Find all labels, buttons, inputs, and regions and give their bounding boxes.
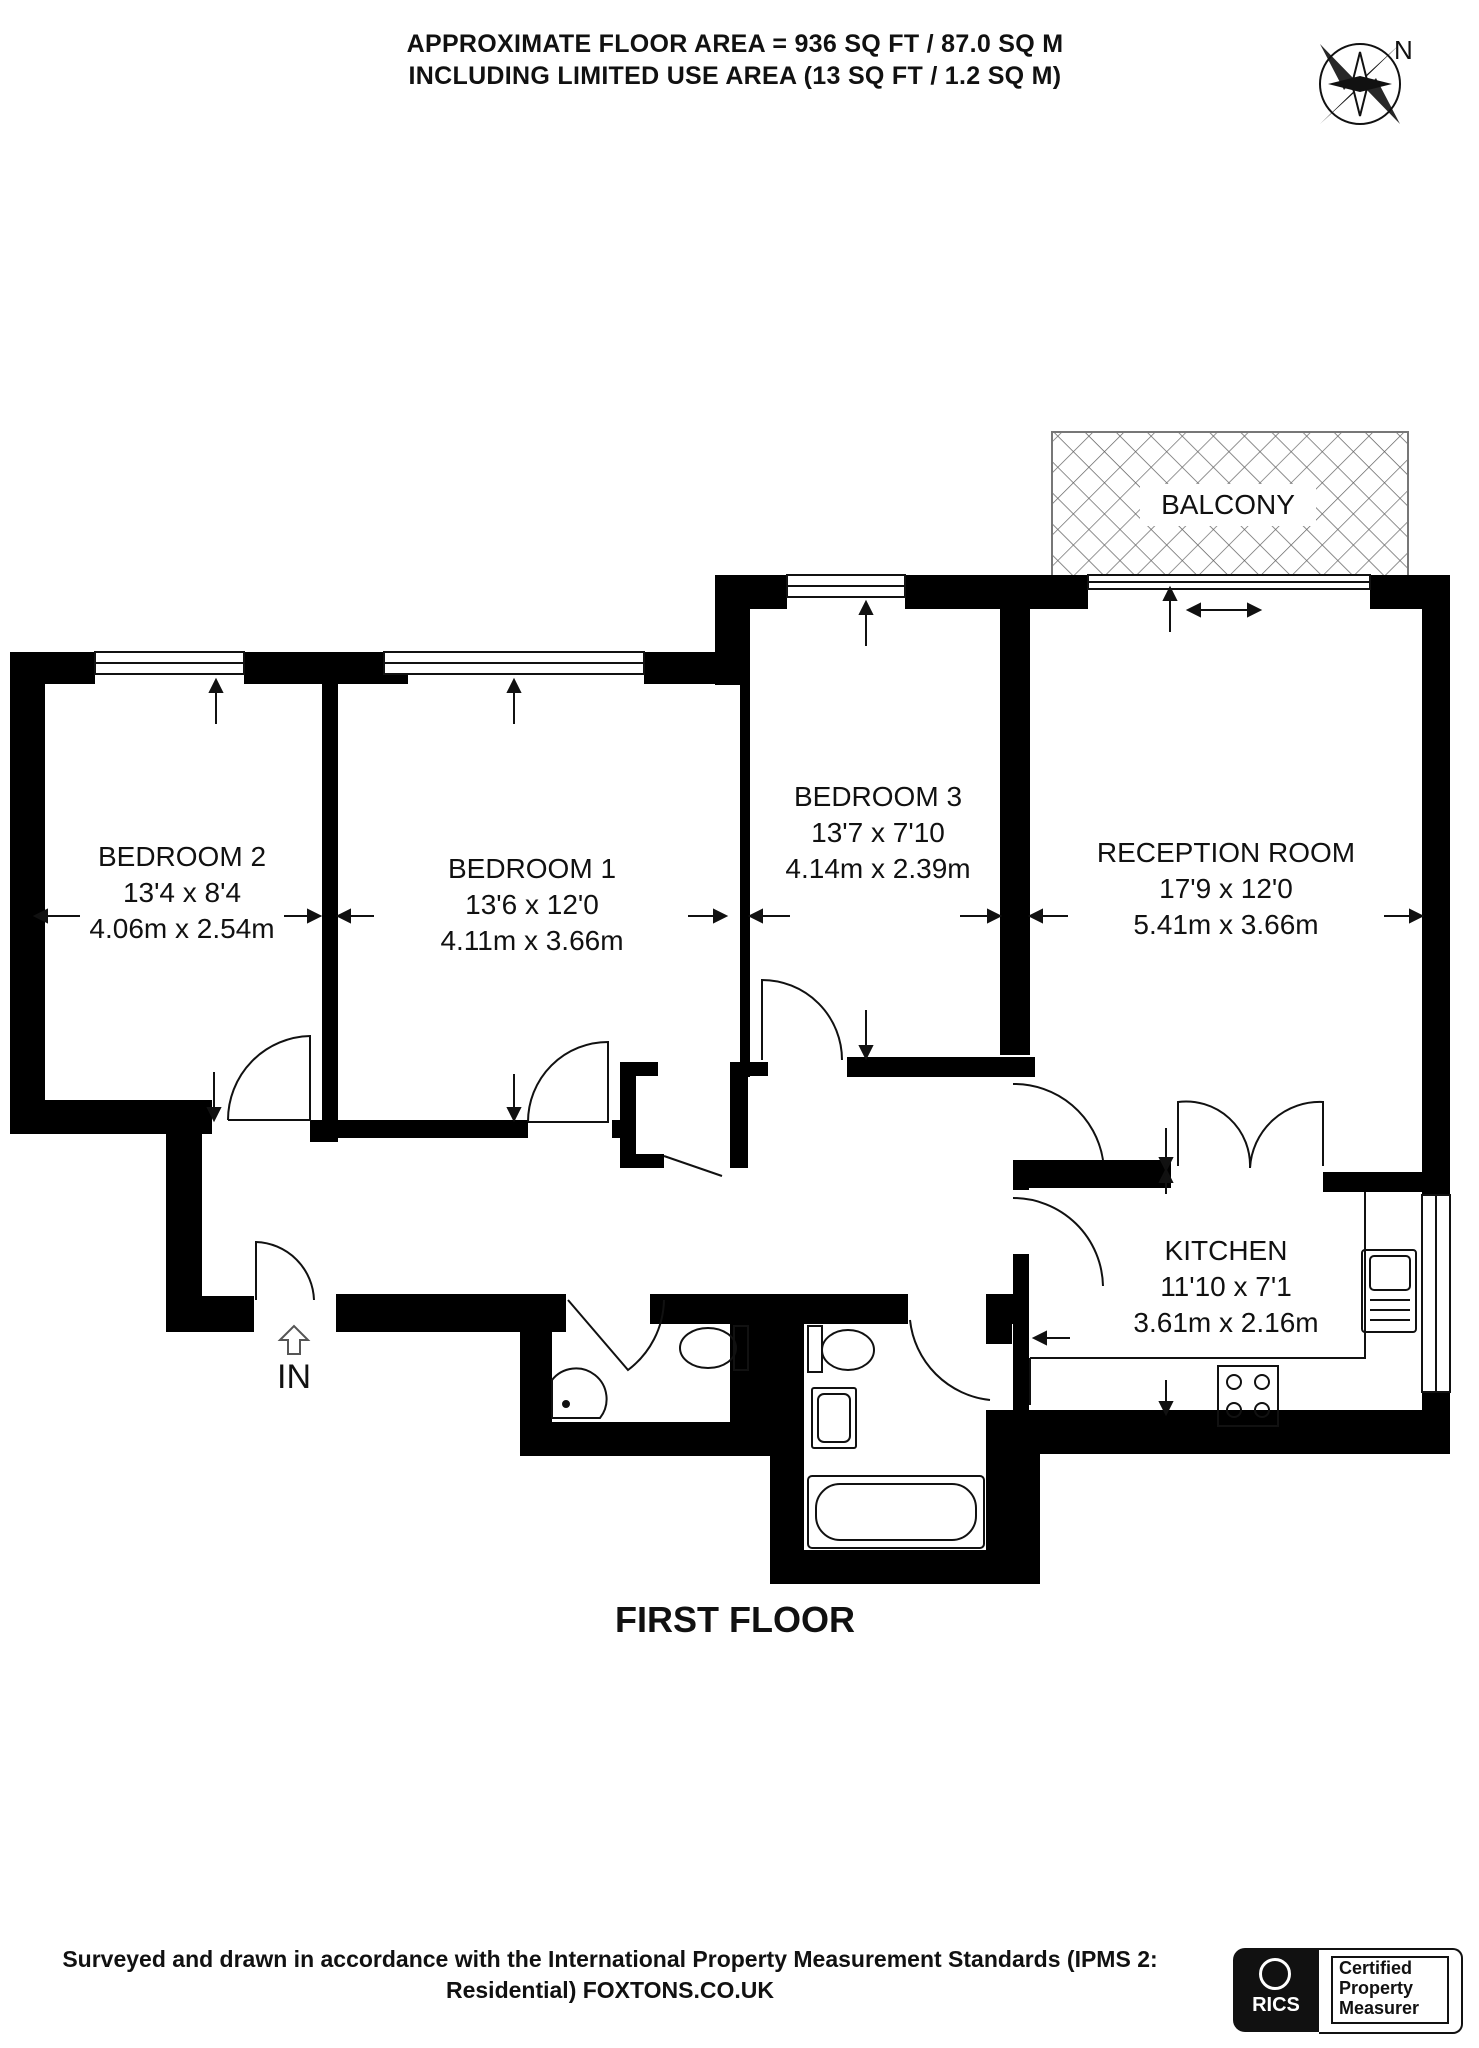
floor-area-header: APPROXIMATE FLOOR AREA = 936 SQ FT / 87.… xyxy=(0,28,1470,92)
kitchen-metric: 3.61m x 2.16m xyxy=(1133,1307,1318,1338)
bedroom-1-imperial: 13'6 x 12'0 xyxy=(465,889,599,920)
room-kitchen: KITCHEN 11'10 x 7'1 3.61m x 2.16m xyxy=(1133,1235,1318,1338)
rics-org-label: RICS xyxy=(1252,1994,1300,2016)
bedroom-1-metric: 4.11m x 3.66m xyxy=(440,925,623,956)
walls xyxy=(10,575,1450,1584)
footer-line-2: Residential) FOXTONS.CO.UK xyxy=(445,1977,774,2003)
rics-logo: RICS xyxy=(1233,1948,1319,2032)
balcony-name: BALCONY xyxy=(1161,489,1295,520)
rics-crest-icon xyxy=(1259,1958,1291,1990)
reception-name: RECEPTION ROOM xyxy=(1097,837,1355,868)
room-bedroom-3: BEDROOM 3 13'7 x 7'10 4.14m x 2.39m xyxy=(785,781,970,884)
rics-certification: Certified Property Measurer xyxy=(1319,1948,1463,2034)
fixtures xyxy=(551,1249,1417,1549)
dimension-arrows xyxy=(32,585,1425,1417)
room-bedroom-2: BEDROOM 2 13'4 x 8'4 4.06m x 2.54m xyxy=(89,841,274,944)
bathroom-basin-icon xyxy=(811,1387,857,1449)
reception-metric: 5.41m x 3.66m xyxy=(1133,909,1318,940)
limited-use-area-line: INCLUDING LIMITED USE AREA (13 SQ FT / 1… xyxy=(408,62,1062,90)
kitchen-counter xyxy=(1030,1192,1366,1359)
bath-icon xyxy=(807,1475,985,1549)
bedroom-3-name: BEDROOM 3 xyxy=(794,781,962,812)
bedroom-1-name: BEDROOM 1 xyxy=(448,853,616,884)
entrance-label: IN xyxy=(277,1358,311,1396)
rics-certification-box: Certified Property Measurer xyxy=(1331,1956,1449,2024)
north-compass-icon xyxy=(1319,43,1401,125)
balcony-label-bg xyxy=(1140,484,1316,526)
kitchen-imperial: 11'10 x 7'1 xyxy=(1160,1271,1292,1302)
kitchen-name: KITCHEN xyxy=(1165,1235,1288,1266)
floor-area-line: APPROXIMATE FLOOR AREA = 936 SQ FT / 87.… xyxy=(406,30,1064,58)
bedroom-3-imperial: 13'7 x 7'10 xyxy=(811,817,945,848)
hob-icon xyxy=(1217,1365,1279,1427)
windows xyxy=(94,574,1451,1393)
survey-footer: Surveyed and drawn in accordance with th… xyxy=(0,1944,1220,2006)
bedroom-2-metric: 4.06m x 2.54m xyxy=(89,913,274,944)
compass-north-label: N xyxy=(1394,35,1413,65)
reception-imperial: 17'9 x 12'0 xyxy=(1159,873,1293,904)
bathroom-toilet-icon xyxy=(821,1329,875,1371)
room-reception: RECEPTION ROOM 17'9 x 12'0 5.41m x 3.66m xyxy=(1097,837,1355,940)
room-bedroom-1: BEDROOM 1 13'6 x 12'0 4.11m x 3.66m xyxy=(440,853,623,956)
bedroom-2-name: BEDROOM 2 xyxy=(98,841,266,872)
doors xyxy=(227,978,1324,1401)
wc-toilet-icon xyxy=(679,1327,737,1369)
entrance-arrow-icon xyxy=(277,1324,311,1355)
badge-line-3: Measurer xyxy=(1339,1998,1420,2018)
bedroom-3-metric: 4.14m x 2.39m xyxy=(785,853,970,884)
kitchen-sink-icon xyxy=(1361,1249,1417,1333)
badge-line-2: Property xyxy=(1339,1978,1414,1998)
footer-line-1: Surveyed and drawn in accordance with th… xyxy=(62,1946,1158,1972)
rics-certified-badge: RICS Certified Property Measurer xyxy=(1233,1948,1463,2034)
floor-label: FIRST FLOOR xyxy=(615,1599,855,1640)
badge-line-1: Certified xyxy=(1339,1958,1413,1978)
wc-basin-icon xyxy=(551,1367,608,1419)
bedroom-2-imperial: 13'4 x 8'4 xyxy=(123,877,241,908)
